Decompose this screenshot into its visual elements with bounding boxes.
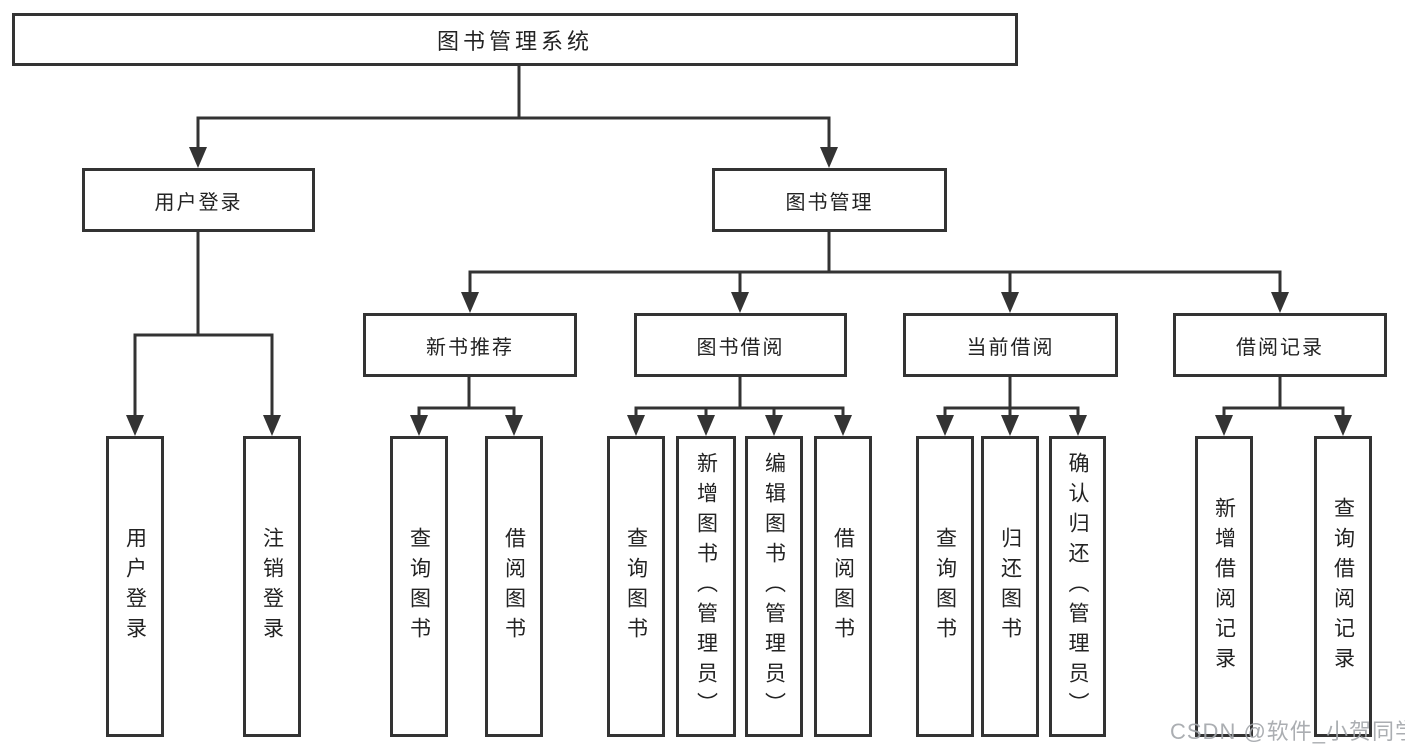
leaf-return-book: 归还图书	[981, 436, 1039, 737]
node-new-book-recommend: 新书推荐	[363, 313, 577, 377]
leaf-label: 注销登录	[260, 526, 284, 647]
leaf-label: 借阅图书	[502, 526, 526, 647]
leaf-add-borrow-record: 新增借阅记录	[1195, 436, 1253, 737]
node-book-borrow: 图书借阅	[634, 313, 847, 377]
node-library-system: 图书管理系统	[12, 13, 1018, 66]
node-label: 图书管理系统	[436, 28, 593, 54]
leaf-label: 查询借阅记录	[1331, 496, 1355, 677]
leaf-borrow-book: 借阅图书	[485, 436, 543, 737]
node-label: 图书借阅	[696, 336, 785, 359]
leaf-confirm-return-admin: 确认归还（管理员）	[1049, 436, 1106, 737]
node-current-borrow: 当前借阅	[903, 313, 1118, 377]
leaf-user-login: 用户登录	[106, 436, 164, 737]
leaf-query-book: 查询图书	[916, 436, 974, 737]
leaf-label: 查询图书	[624, 526, 648, 647]
leaf-label: 新增图书（管理员）	[694, 451, 718, 722]
leaf-add-book-admin: 新增图书（管理员）	[676, 436, 736, 737]
node-book-management: 图书管理	[712, 168, 947, 232]
leaf-label: 新增借阅记录	[1212, 496, 1236, 677]
node-borrow-record: 借阅记录	[1173, 313, 1387, 377]
leaf-label: 查询图书	[407, 526, 431, 647]
leaf-label: 用户登录	[123, 526, 147, 647]
node-label: 图书管理	[785, 191, 874, 214]
csdn-watermark: CSDN @软件_小贺同学	[1170, 719, 1405, 744]
leaf-label: 归还图书	[998, 526, 1022, 647]
leaf-query-borrow-record: 查询借阅记录	[1314, 436, 1372, 737]
node-label: 用户登录	[154, 191, 243, 214]
leaf-logout: 注销登录	[243, 436, 301, 737]
leaf-edit-book-admin: 编辑图书（管理员）	[745, 436, 803, 737]
leaf-label: 借阅图书	[831, 526, 855, 647]
leaf-borrow-book: 借阅图书	[814, 436, 872, 737]
node-label: 当前借阅	[966, 336, 1055, 359]
leaf-label: 查询图书	[933, 526, 957, 647]
node-label: 借阅记录	[1236, 336, 1324, 359]
leaf-label: 编辑图书（管理员）	[762, 451, 786, 722]
leaf-query-book: 查询图书	[607, 436, 665, 737]
node-user-login: 用户登录	[82, 168, 315, 232]
leaf-label: 确认归还（管理员）	[1066, 451, 1089, 722]
node-label: 新书推荐	[426, 336, 514, 359]
leaf-query-book: 查询图书	[390, 436, 448, 737]
